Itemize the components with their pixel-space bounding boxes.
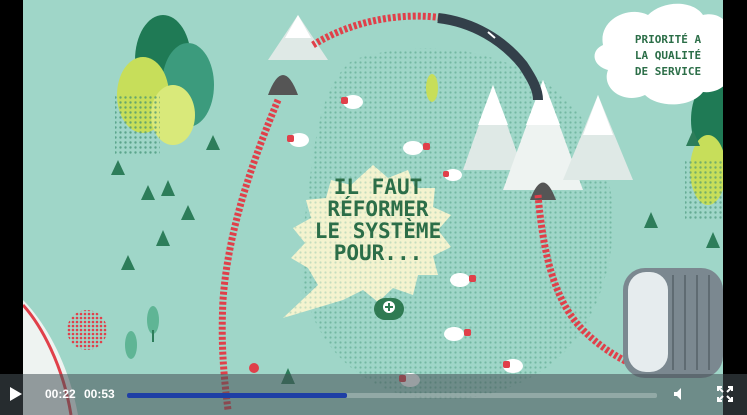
volume-icon[interactable] [673,387,687,401]
bubble-text: IL FAUT RÉFORMER LE SYSTÈME POUR... [278,176,478,264]
video-frame[interactable]: IL FAUT RÉFORMER LE SYSTÈME POUR... PRIO… [23,0,723,415]
more-info-button[interactable] [374,298,404,320]
bubble-line: RÉFORMER [327,197,429,222]
cloud-line: PRIORITÉ A [634,33,702,46]
cloud-text: PRIORITÉ A LA QUALITÉ DE SERVICE [608,32,723,80]
fullscreen-icon[interactable] [717,386,733,402]
play-icon[interactable] [10,387,22,401]
bubble-line: LE SYSTÈME [314,219,442,244]
progress-bar[interactable] [127,393,657,398]
plus-circle-icon [383,301,395,313]
duration: 00:53 [84,387,115,401]
cloud-line: LA QUALITÉ [634,48,702,62]
bubble-line: POUR... [333,241,423,266]
bubble-line: IL FAUT [333,175,423,199]
cloud-line: DE SERVICE [634,64,702,78]
control-bar: 00:22 00:53 [0,374,747,415]
current-time: 00:22 [45,387,76,401]
progress-fill [127,393,347,398]
